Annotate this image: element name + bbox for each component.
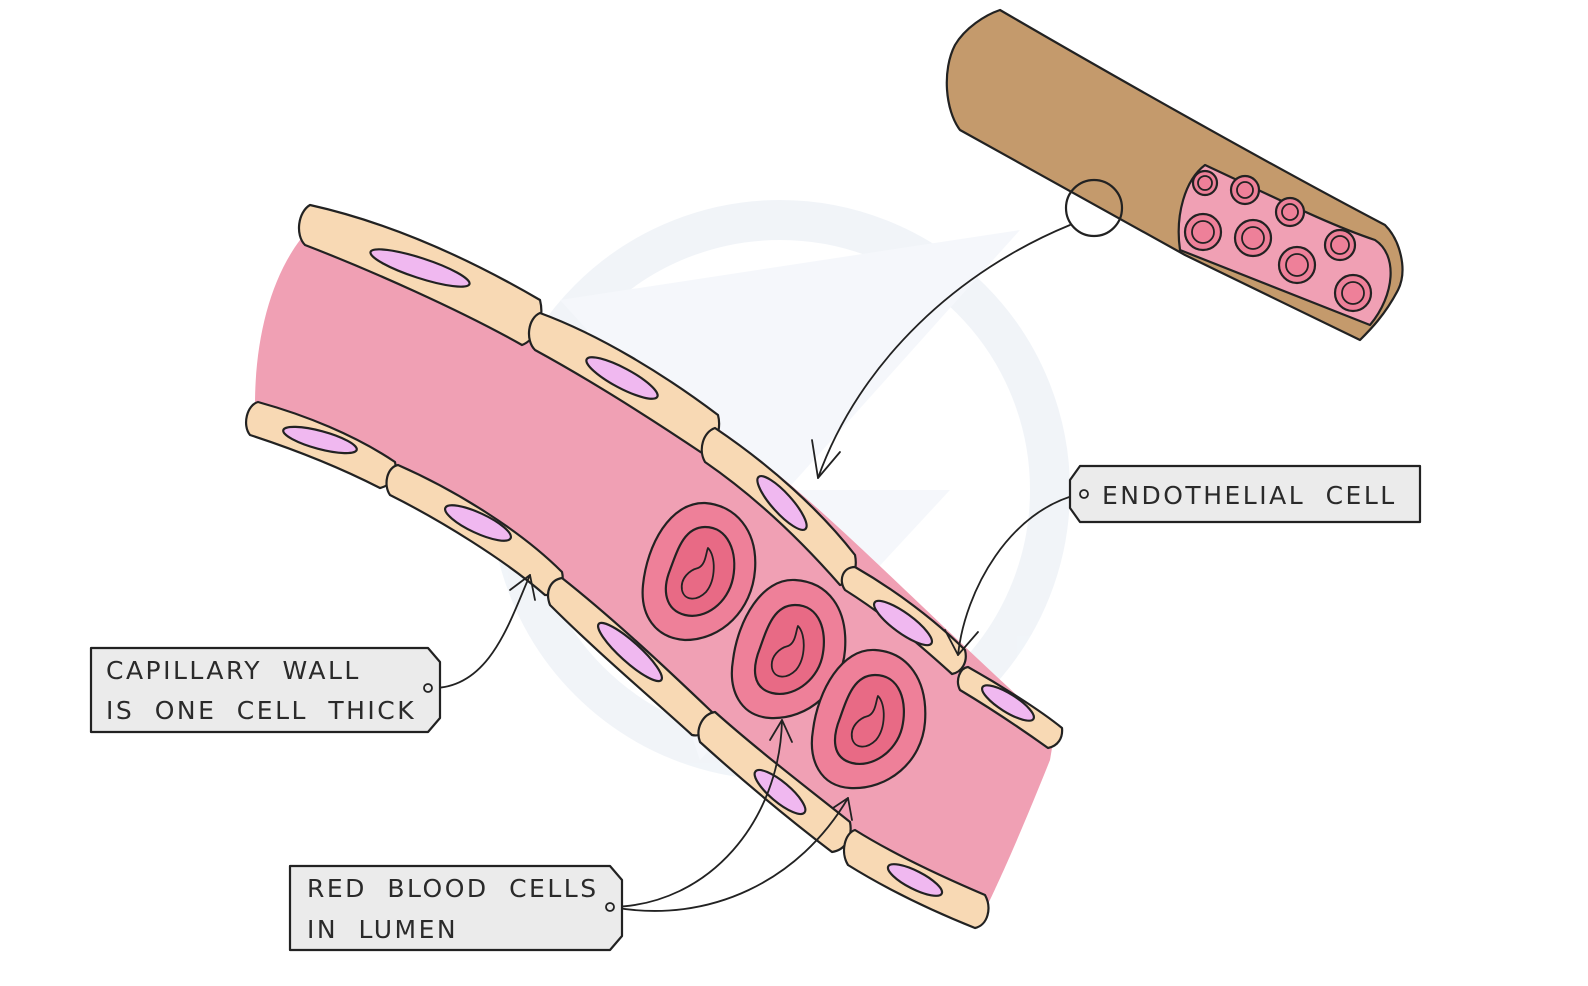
label-capillary-line2: IS ONE CELL THICK	[106, 696, 416, 725]
label-endothelial-text: ENDOTHELIAL CELL	[1102, 481, 1397, 510]
zoom-arrow	[817, 224, 1071, 479]
endothelial-cell	[527, 311, 721, 457]
label-endothelial-cell: ENDOTHELIAL CELL	[1068, 464, 1422, 524]
label-rbc-line1: RED BLOOD CELLS	[307, 874, 599, 903]
nucleus	[886, 863, 944, 897]
label-red-blood-cells: RED BLOOD CELLS IN LUMEN	[288, 864, 624, 952]
arrows	[429, 224, 1081, 912]
endothelial-cell	[697, 710, 852, 854]
vessel-blood-cells	[1183, 169, 1373, 313]
nucleus	[282, 425, 358, 455]
blood-vessel	[945, 8, 1404, 342]
bottom-wall	[245, 400, 990, 930]
endothelial-arrow	[957, 493, 1081, 656]
label-rbc-line2: IN LUMEN	[307, 915, 458, 944]
endothelial-cell	[245, 400, 397, 490]
nucleus	[369, 248, 471, 288]
red-blood-cell	[730, 578, 847, 720]
capillary-wall-arrow	[429, 574, 531, 689]
endothelial-cell	[297, 203, 543, 347]
label-capillary-line1: CAPILLARY WALL	[106, 656, 361, 685]
endothelial-cell	[546, 576, 714, 737]
label-tag	[89, 646, 442, 734]
rbc-arrow-2	[611, 797, 849, 912]
top-wall	[297, 203, 1064, 750]
nucleus	[753, 768, 807, 816]
label-tag	[1068, 464, 1422, 524]
nucleus	[585, 356, 659, 400]
nucleus	[981, 684, 1035, 722]
red-blood-cell	[641, 501, 757, 642]
endothelial-cell	[840, 565, 967, 676]
nucleus	[596, 621, 664, 683]
endothelial-cell	[842, 828, 990, 930]
nucleus	[444, 504, 512, 542]
endothelial-cell	[385, 463, 564, 597]
label-tag	[288, 864, 624, 952]
red-blood-cells	[641, 501, 927, 790]
endothelial-cell	[956, 665, 1064, 750]
rbc-arrow-1	[611, 719, 783, 908]
nucleus	[872, 599, 934, 647]
red-blood-cell	[810, 648, 927, 790]
magnify-circle	[1064, 178, 1124, 238]
nucleus	[756, 475, 808, 531]
label-capillary-wall: CAPILLARY WALL IS ONE CELL THICK	[89, 646, 442, 734]
endothelial-cell	[700, 426, 857, 587]
